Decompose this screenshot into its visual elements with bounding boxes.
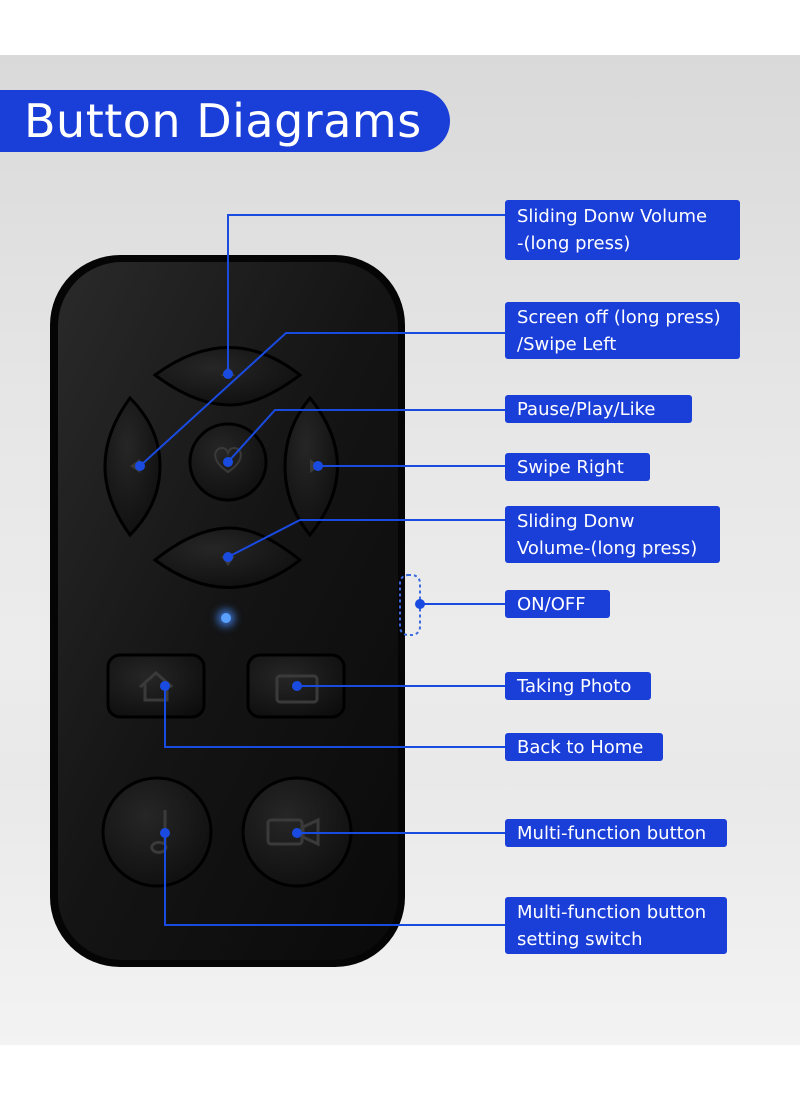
music-button[interactable] bbox=[101, 776, 213, 888]
callout-bottom-arrow: Sliding Donw Volume-(long press) bbox=[505, 506, 720, 563]
callout-power-switch: ON/OFF bbox=[505, 590, 610, 618]
callout-music-button: Multi-function button setting switch bbox=[505, 897, 727, 954]
leader-left-arrow bbox=[139, 332, 505, 467]
callout-top-arrow: Sliding Donw Volume -(long press) bbox=[505, 200, 740, 260]
home-button[interactable] bbox=[106, 653, 206, 719]
leader-top-arrow bbox=[227, 214, 505, 374]
heart-icon bbox=[214, 446, 242, 474]
leader-lines bbox=[139, 214, 505, 926]
camera-icon bbox=[275, 674, 319, 704]
callout-right-arrow: Swipe Right bbox=[505, 453, 650, 481]
callout-center-button: Pause/Play/Like bbox=[505, 395, 692, 423]
leader-center-button bbox=[227, 409, 505, 463]
leader-bottom-arrow bbox=[227, 519, 505, 558]
leader-music-button bbox=[164, 833, 505, 926]
callout-left-arrow: Screen off (long press) /Swipe Left bbox=[505, 302, 740, 359]
callout-camera-button: Taking Photo bbox=[505, 672, 651, 700]
callout-home-button: Back to Home bbox=[505, 733, 663, 761]
page-title: Button Diagrams bbox=[24, 94, 422, 148]
leader-dots bbox=[135, 369, 425, 838]
status-led bbox=[221, 613, 231, 623]
leader-home-button bbox=[164, 686, 505, 748]
callout-video-button: Multi-function button bbox=[505, 819, 727, 847]
title-banner bbox=[0, 90, 450, 152]
